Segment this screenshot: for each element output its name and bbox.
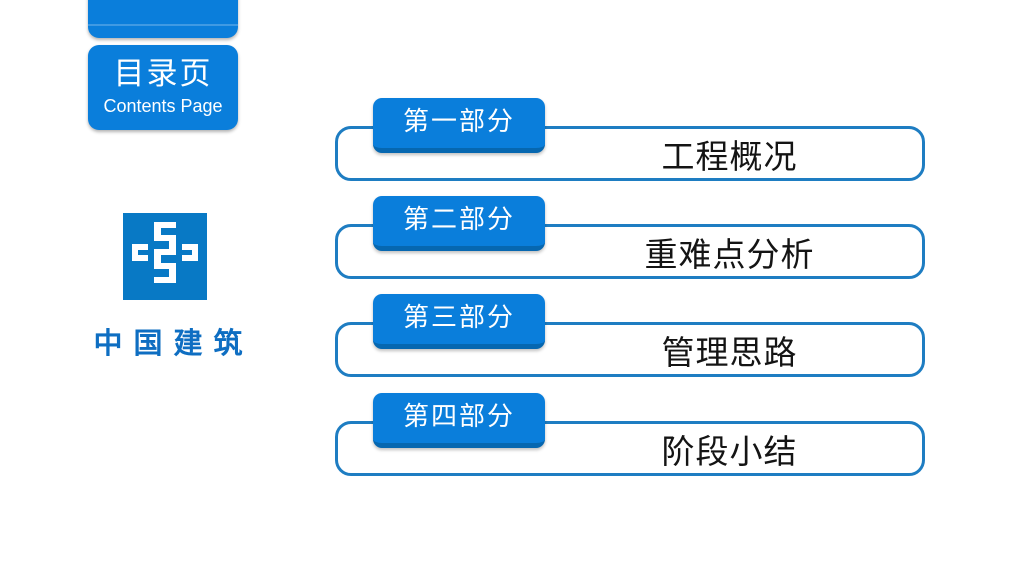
toc-title-4: 阶段小结 <box>661 434 798 471</box>
toc-title-2: 重难点分析 <box>644 237 815 274</box>
toc-part-label-2: 第二部分 <box>402 205 515 234</box>
toc-title-3: 管理思路 <box>661 335 798 372</box>
toc-item-3: 管理思路 第三部分 <box>335 294 925 380</box>
contents-header: 目录页 Contents Page <box>88 45 238 130</box>
toc-part-label-4: 第四部分 <box>402 402 515 431</box>
toc-part-button-2[interactable]: 第二部分 <box>373 196 545 251</box>
toc-title-box-1[interactable]: 工程概况 <box>335 126 925 181</box>
toc-part-label-3: 第三部分 <box>402 303 515 332</box>
page-subtitle: Contents Page <box>103 96 223 116</box>
toc-item-2: 重难点分析 第二部分 <box>335 196 925 282</box>
corner-tab-divider <box>88 24 238 26</box>
toc-part-button-3[interactable]: 第三部分 <box>373 294 545 349</box>
toc-part-label-1: 第一部分 <box>402 107 515 136</box>
toc-part-button-4[interactable]: 第四部分 <box>373 393 545 448</box>
toc-item-4: 阶段小结 第四部分 <box>335 393 925 479</box>
cscec-logo <box>123 213 207 300</box>
corner-tab <box>88 0 238 38</box>
page-title: 目录页 <box>113 56 213 91</box>
cscec-logo-icon <box>123 213 207 300</box>
toc-item-1: 工程概况 第一部分 <box>335 98 925 184</box>
toc-title-1: 工程概况 <box>661 139 798 176</box>
brand-name: 中国建筑 <box>93 328 254 360</box>
toc-part-button-1[interactable]: 第一部分 <box>373 98 545 153</box>
